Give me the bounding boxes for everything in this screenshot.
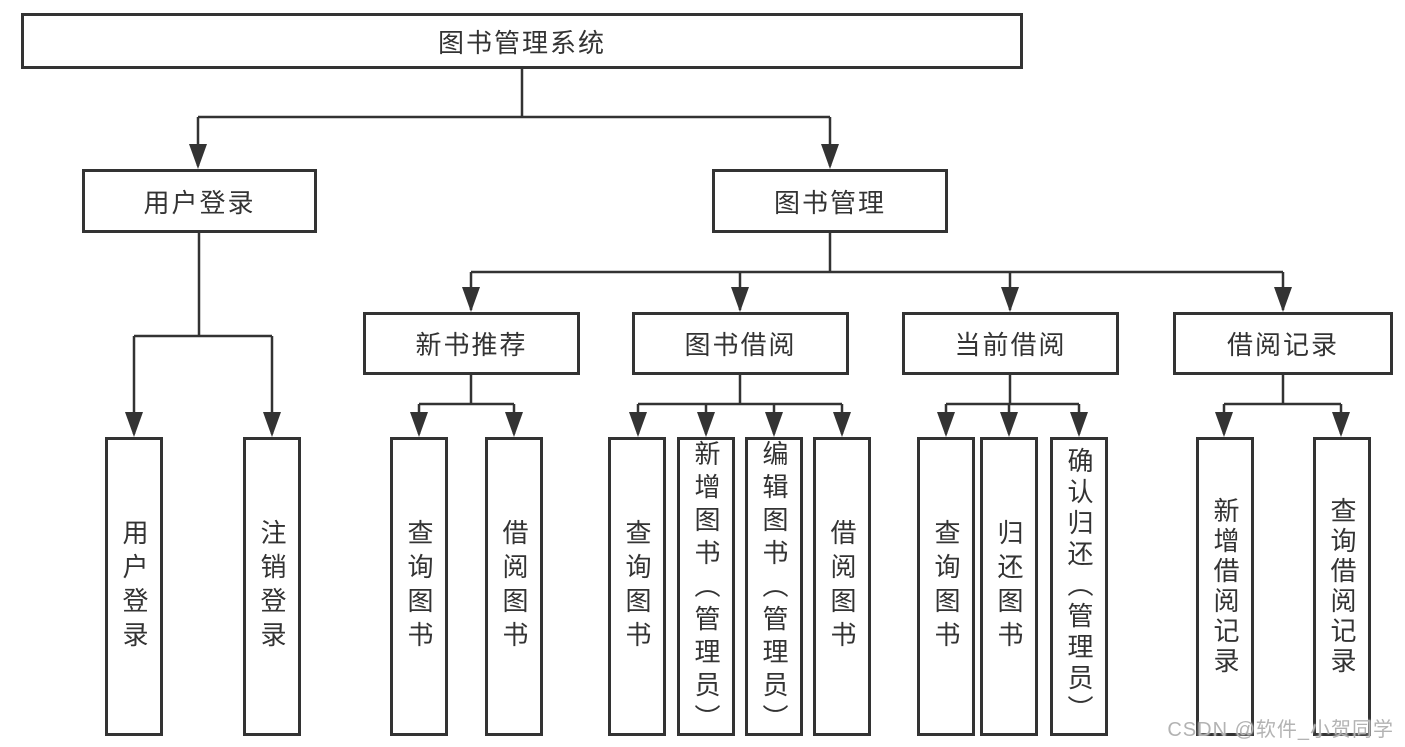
node-label: 查询图书 (404, 518, 434, 655)
arrow-down-icon (629, 412, 647, 437)
arrow-down-icon (125, 412, 143, 437)
node-label: 新增借阅记录 (1210, 496, 1240, 677)
node-br-query-record: 查询借阅记录 (1313, 437, 1371, 736)
node-label: 新增图书（管理员） (691, 440, 721, 737)
arrow-down-icon (505, 412, 523, 437)
arrow-down-icon (821, 144, 839, 169)
node-label: 借阅图书 (499, 518, 529, 655)
node-br-add-record: 新增借阅记录 (1196, 437, 1254, 736)
node-nbr-query-books: 查询图书 (390, 437, 448, 736)
node-label: 归还图书 (994, 518, 1024, 655)
node-nbr-borrow-books: 借阅图书 (485, 437, 543, 736)
arrow-down-icon (410, 412, 428, 437)
node-user-login-leaf: 用户登录 (105, 437, 163, 736)
arrow-down-icon (1001, 287, 1019, 312)
arrow-down-icons (125, 144, 1350, 437)
arrow-down-icon (765, 412, 783, 437)
arrow-down-icon (833, 412, 851, 437)
node-label: 借阅图书 (827, 518, 857, 655)
node-bb-edit-books-admin: 编辑图书（管理员） (745, 437, 803, 737)
node-label: 借阅记录 (1226, 330, 1339, 360)
arrow-down-icon (462, 287, 480, 312)
arrow-down-icon (263, 412, 281, 437)
node-book-management: 图书管理 (712, 169, 948, 233)
arrow-down-icon (731, 287, 749, 312)
node-label: 图书管理 (773, 187, 886, 218)
node-cb-return-books: 归还图书 (980, 437, 1038, 736)
node-new-book-recommend: 新书推荐 (363, 312, 580, 375)
connectors (132, 66, 1343, 434)
node-bb-borrow-books: 借阅图书 (813, 437, 871, 736)
arrow-down-icon (1332, 412, 1350, 437)
node-user-login: 用户登录 (82, 169, 317, 233)
node-label: 查询借阅记录 (1327, 496, 1357, 677)
node-label: 查询图书 (931, 518, 961, 655)
arrow-down-icon (697, 412, 715, 437)
arrow-down-icon (189, 144, 207, 169)
node-borrow-record: 借阅记录 (1173, 312, 1393, 375)
node-label: 当前借阅 (954, 330, 1067, 360)
node-label: 注销登录 (257, 518, 287, 655)
node-cb-query-books: 查询图书 (917, 437, 975, 736)
node-label: 确认归还（管理员） (1064, 447, 1094, 726)
node-label: 用户登录 (119, 518, 149, 655)
node-label: 用户登录 (143, 187, 256, 218)
csdn-watermark: CSDN @软件_小贺同学 (1167, 719, 1394, 741)
arrow-down-icon (1215, 412, 1233, 437)
node-label: 查询图书 (622, 518, 652, 655)
arrow-down-icon (1274, 287, 1292, 312)
node-bb-add-books-admin: 新增图书（管理员） (677, 437, 735, 737)
arrow-down-icon (937, 412, 955, 437)
node-logout: 注销登录 (243, 437, 301, 736)
arrow-down-icon (1070, 412, 1088, 437)
node-label: 编辑图书（管理员） (759, 440, 789, 737)
arrow-down-icon (1000, 412, 1018, 437)
node-system-root: 图书管理系统 (21, 13, 1023, 69)
node-label: 图书管理系统 (437, 27, 606, 58)
node-cb-confirm-return-admin: 确认归还（管理员） (1050, 437, 1108, 736)
node-book-borrow: 图书借阅 (632, 312, 849, 375)
node-label: 新书推荐 (415, 330, 528, 360)
node-bb-query-books: 查询图书 (608, 437, 666, 736)
node-current-borrow: 当前借阅 (902, 312, 1119, 375)
node-label: 图书借阅 (684, 330, 797, 360)
